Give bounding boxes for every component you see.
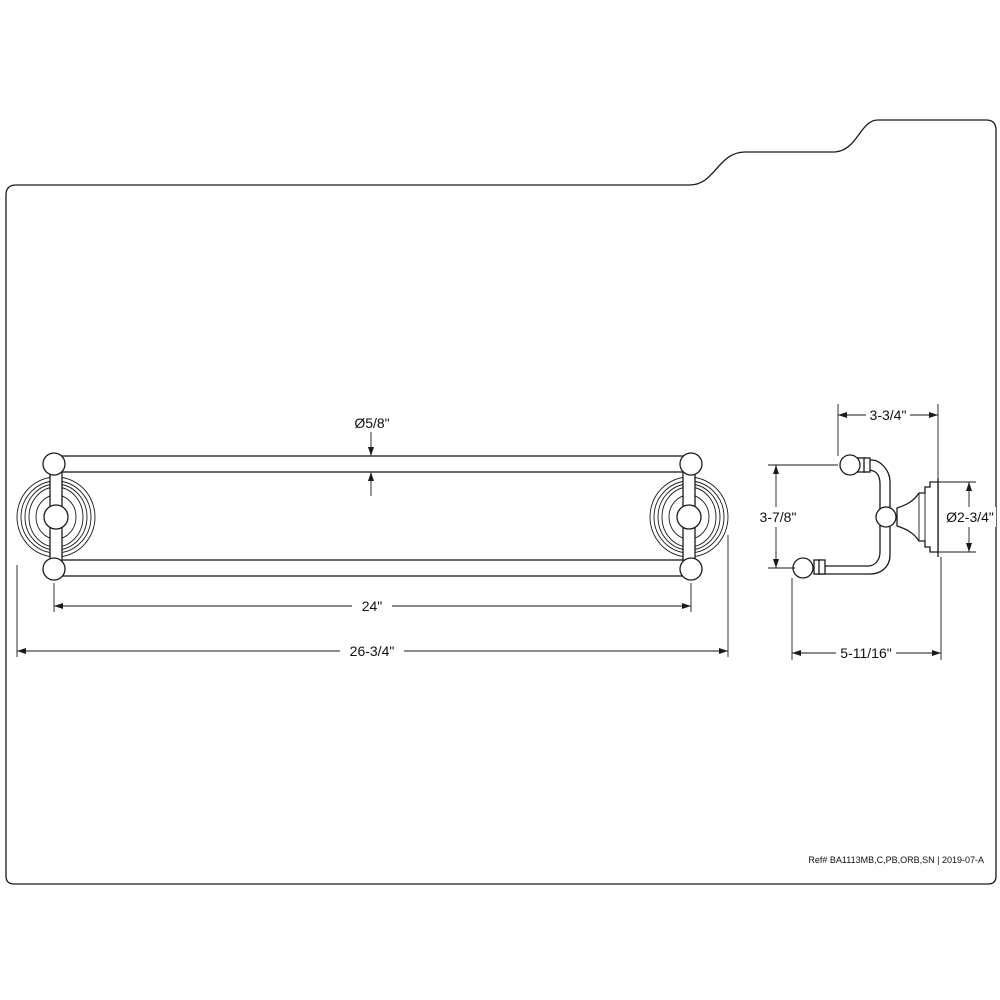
flange-diameter-label: Ø2-3/4" (946, 509, 994, 525)
depth-dimension (791, 557, 942, 663)
sheet-border (5, 119, 997, 885)
bar-diameter-label: Ø5/8" (354, 415, 389, 431)
side-height-label: 3-7/8" (760, 509, 797, 525)
right-center-ball (676, 504, 702, 530)
left-bottom-ball (42, 557, 66, 581)
left-center-ball (43, 504, 69, 530)
flange-diameter-dimension (938, 481, 996, 553)
bar-length-label: 24" (362, 598, 383, 614)
bar-length-dimension (53, 583, 692, 616)
top-bar (61, 455, 684, 473)
left-top-ball (42, 452, 66, 476)
front-view (16, 452, 729, 581)
height-dimension (756, 464, 838, 569)
side-projection-label: 3-3/4" (870, 407, 907, 423)
overall-length-label: 26-3/4" (350, 643, 395, 659)
reference-label: Ref# BA1113MB,C,PB,ORB,SN | 2019-07-A (808, 855, 984, 865)
overall-depth-label: 5-11/16" (840, 645, 891, 661)
projection-dimension (837, 404, 939, 478)
overall-length-dimension (16, 535, 729, 661)
bar-diameter-callout (368, 432, 374, 496)
right-top-ball (679, 452, 703, 476)
right-bottom-ball (679, 557, 703, 581)
bottom-bar (61, 559, 684, 577)
side-view (792, 454, 939, 579)
